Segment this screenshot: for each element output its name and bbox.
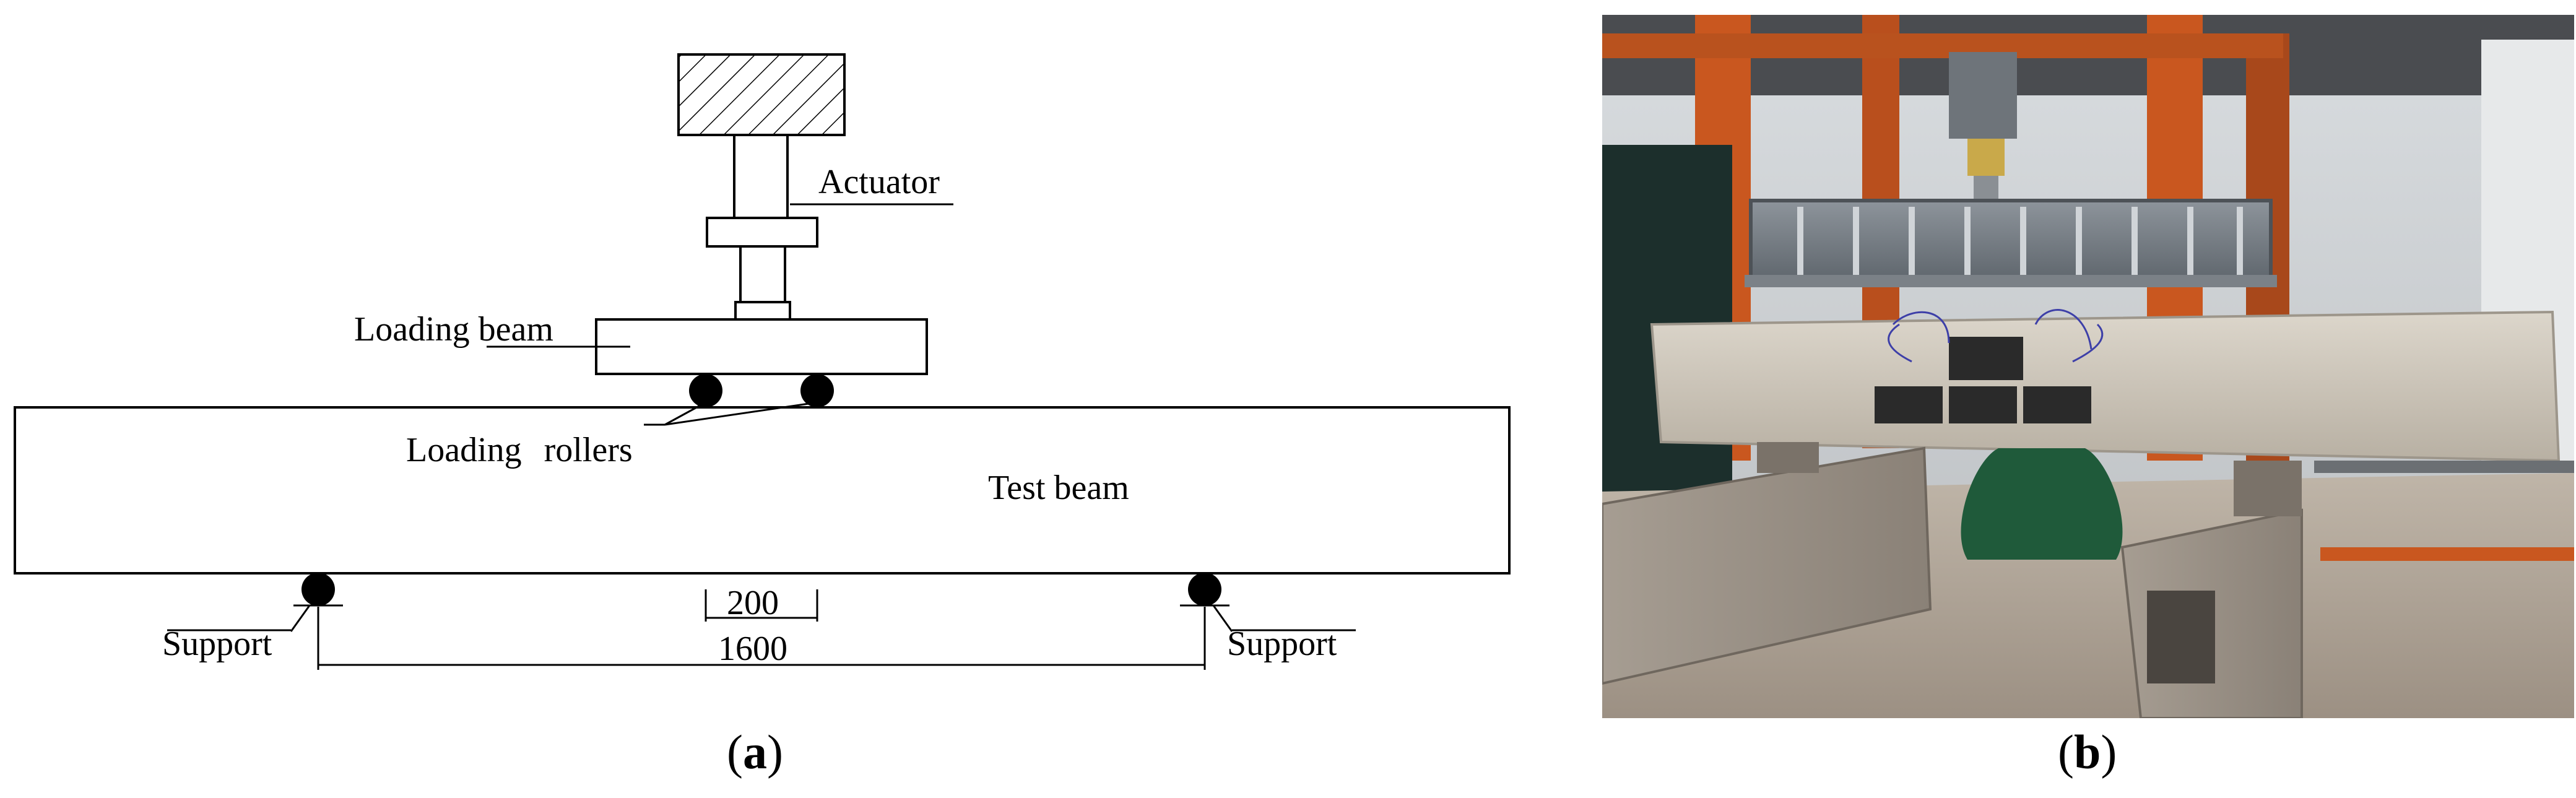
actuator-flange (706, 217, 818, 248)
photo-green-cover (1961, 448, 2123, 560)
photo-concrete-beam (1650, 310, 2561, 462)
photo-steel-rail (2314, 461, 2574, 473)
dimension-1600-label: 1600 (718, 630, 787, 668)
caption-b: (b) (2058, 725, 2117, 779)
photo-actuator-brass (1967, 139, 2005, 176)
photo-actuator-body (1949, 52, 2017, 139)
photo-frame-webs (1797, 207, 2243, 275)
roller-leader-left (664, 401, 706, 426)
caption-b-letter: b (2073, 725, 2101, 779)
roller-leader-right (664, 401, 818, 426)
actuator-plate (734, 301, 791, 321)
support-left-leader (290, 605, 311, 632)
test-beam-label: Test beam (988, 469, 1129, 507)
loading-rollers-label-word2: rollers (544, 431, 633, 469)
test-setup-photo (1602, 15, 2574, 718)
photo-frame-bottom-flange (1745, 275, 2277, 287)
test-setup-schematic: Actuator Loading beam Test beam Loading … (14, 53, 1511, 670)
loading-beam-label: Loading beam (354, 310, 553, 349)
photo-support-roller-left (1757, 442, 1819, 473)
actuator-label: Actuator (818, 163, 940, 201)
support-right-leader (1212, 605, 1233, 632)
photo-cfrp-patch-left (1875, 386, 1943, 423)
photo-cfrp-patch-top (1949, 337, 2023, 380)
support-right-label: Support (1227, 625, 1337, 663)
loading-beam (595, 318, 928, 375)
reaction-block (677, 53, 846, 136)
caption-a: (a) (727, 725, 783, 779)
support-roller-right (1188, 573, 1221, 606)
loading-roller-left (689, 374, 722, 407)
support-roller-left (301, 573, 335, 606)
test-beam (14, 406, 1511, 575)
photo-cfrp-patch-mid (1949, 386, 2017, 423)
photo-support-roller-right (2234, 461, 2302, 516)
photo-loading-frame (1749, 199, 2273, 283)
caption-a-letter: a (742, 725, 767, 779)
orange-crossbeam (1602, 33, 2283, 58)
loading-rollers-label: Loading rollers (406, 431, 633, 469)
photo-orange-floor-beam (2320, 547, 2574, 561)
photo-cfrp-patch-right (2023, 386, 2091, 423)
loading-roller-right (800, 374, 834, 407)
actuator-ram (733, 134, 789, 219)
photo-support-hollow (2147, 591, 2215, 683)
dimension-200-label: 200 (727, 584, 779, 622)
load-cell (739, 245, 786, 303)
photo-gauge-wires (1888, 309, 2104, 363)
loading-rollers-label-word1: Loading (406, 431, 522, 469)
